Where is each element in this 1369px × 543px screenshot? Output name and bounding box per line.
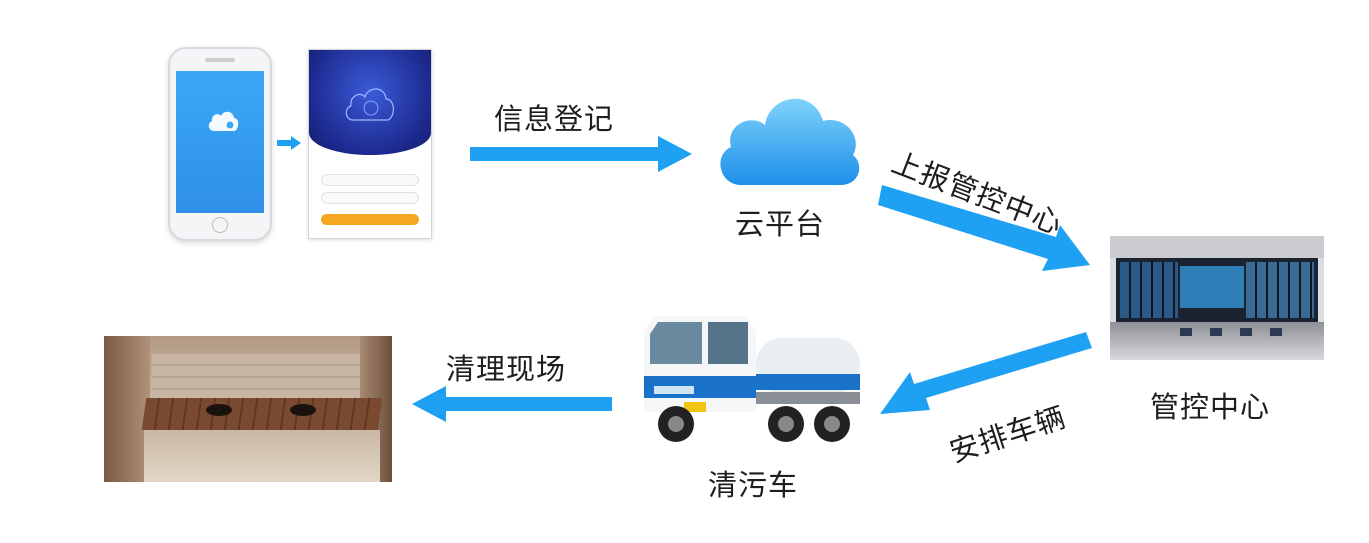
- node-label-truck: 清污车: [708, 468, 799, 502]
- phone-splash: [168, 47, 272, 241]
- phone-splash-screen: [176, 71, 264, 213]
- truck-photo: [644, 316, 860, 442]
- phone-login: [308, 49, 432, 239]
- edge-label-clean: 清理现场: [446, 352, 567, 386]
- small-cloud-icon: [208, 111, 239, 131]
- brain-cloud-icon: [345, 88, 394, 121]
- node-label-control: 管控中心: [1150, 390, 1271, 424]
- node-label-cloud: 云平台: [735, 207, 826, 241]
- login-field-1: [321, 174, 419, 186]
- login-header: [309, 50, 431, 155]
- arrow-report: [878, 185, 1090, 271]
- cloud-icon: [720, 98, 860, 185]
- arrow-clean: [412, 386, 612, 422]
- edge-label-register: 信息登记: [494, 102, 615, 136]
- phone-speaker: [205, 58, 235, 62]
- control-room-photo: [1110, 236, 1324, 360]
- login-button: [321, 214, 419, 225]
- login-field-2: [321, 192, 419, 204]
- arrow-register: [470, 136, 692, 172]
- small-arrow-icon: [277, 136, 301, 150]
- toilet-photo: [104, 336, 392, 482]
- phone-home-button: [212, 217, 228, 233]
- arrow-dispatch: [880, 332, 1092, 414]
